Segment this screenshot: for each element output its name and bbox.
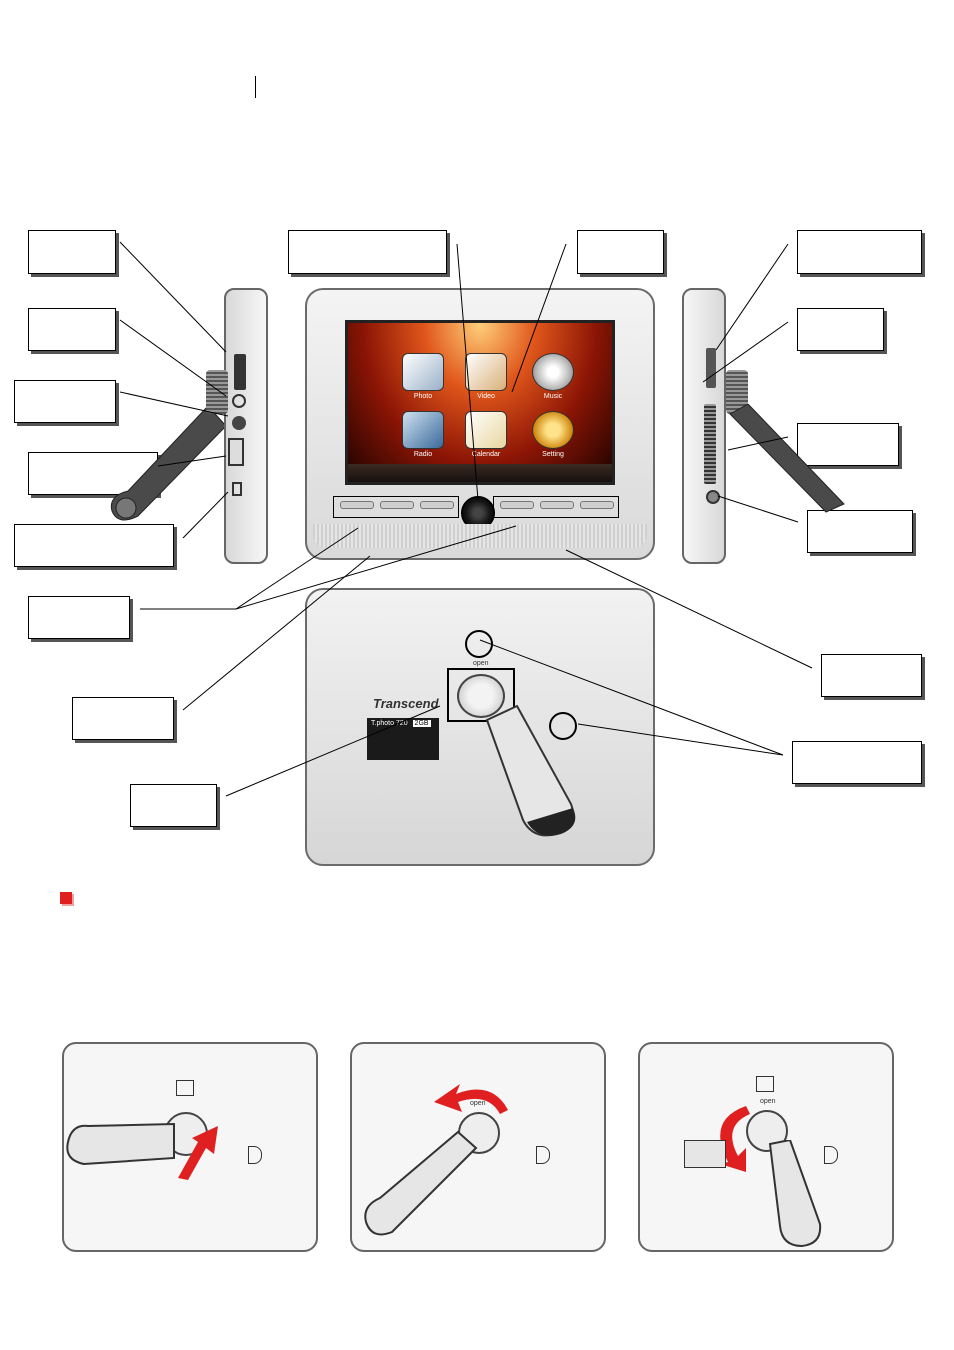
front-button-3[interactable] <box>420 501 454 509</box>
left-port-3 <box>232 416 246 430</box>
app-music: Music <box>523 353 583 400</box>
front-right-button-group <box>493 496 619 518</box>
back-stand[interactable] <box>477 700 587 840</box>
hanger-icon <box>549 712 577 740</box>
callout-left-3 <box>14 380 116 423</box>
left-usb-port <box>228 438 244 466</box>
step1-hanger-icon <box>248 1146 262 1164</box>
right-power-button[interactable] <box>706 490 720 504</box>
callout-top-1 <box>288 230 447 274</box>
right-card-slot-1 <box>706 348 716 388</box>
step1-red-arrow <box>174 1120 224 1180</box>
left-port-2 <box>232 394 246 408</box>
callout-left-7 <box>72 697 174 740</box>
home-icon <box>465 630 493 658</box>
sequence-step-1 <box>62 1042 318 1252</box>
callout-left-6 <box>28 596 130 639</box>
left-side-body <box>224 288 268 564</box>
front-button-1[interactable] <box>340 501 374 509</box>
app-radio: Radio <box>393 411 453 458</box>
leader-lines <box>119 241 813 797</box>
step2-stand <box>362 1128 482 1238</box>
front-button-5[interactable] <box>540 501 574 509</box>
callout-left-1 <box>28 230 116 274</box>
step3-rect-marker <box>684 1140 726 1168</box>
app-setting-label: Setting <box>542 451 564 458</box>
left-mini-usb-port <box>232 482 242 496</box>
product-label: T.photo 720 2GB <box>367 718 439 760</box>
app-video: Video <box>456 353 516 400</box>
front-button-6[interactable] <box>580 501 614 509</box>
right-knob <box>726 370 748 414</box>
video-icon <box>465 353 507 391</box>
step1-stand <box>64 1114 184 1174</box>
header-rule <box>255 76 256 98</box>
left-stand <box>108 396 228 526</box>
left-side-view <box>100 286 275 568</box>
callout-right-1 <box>797 230 922 274</box>
stand-lock-dial[interactable] <box>457 674 505 718</box>
step3-home-icon <box>756 1076 774 1092</box>
front-speaker-grille <box>313 524 647 548</box>
callout-right-6 <box>792 741 922 784</box>
callout-left-8 <box>130 784 217 827</box>
setting-icon <box>532 411 574 449</box>
right-side-view <box>680 286 850 568</box>
callout-right-2 <box>797 308 884 351</box>
back-device: Transcend T.photo 720 2GB open <box>305 588 655 866</box>
front-screen: Photo Video Music Radio Calendar Setting <box>345 320 615 485</box>
left-port-1 <box>234 354 246 390</box>
sequence-step-3: open <box>638 1042 894 1252</box>
step2-open-label: open <box>470 1100 486 1107</box>
left-knob <box>206 370 228 414</box>
front-device: Photo Video Music Radio Calendar Setting <box>305 288 655 560</box>
app-music-label: Music <box>543 393 563 400</box>
callout-top-2 <box>577 230 664 274</box>
product-capacity: 2GB <box>412 720 431 727</box>
music-icon <box>532 353 574 391</box>
front-button-2[interactable] <box>380 501 414 509</box>
callout-right-3 <box>797 423 899 466</box>
stand-lock-frame <box>447 668 515 722</box>
brand-logo: Transcend <box>373 696 439 711</box>
callout-left-5 <box>14 524 174 567</box>
step3-hanger-icon <box>824 1146 838 1164</box>
step3-open-label: open <box>760 1098 776 1105</box>
step3-red-arrow <box>706 1104 756 1174</box>
app-setting: Setting <box>523 411 583 458</box>
back-open-label: open <box>473 660 489 667</box>
radio-icon <box>402 411 444 449</box>
callout-right-4 <box>807 510 913 553</box>
app-radio-label: Radio <box>413 451 433 458</box>
photo-icon <box>402 353 444 391</box>
right-stand <box>726 403 846 514</box>
callout-left-2 <box>28 308 116 351</box>
step3-stand <box>756 1138 826 1248</box>
app-calendar-label: Calendar <box>471 451 501 458</box>
product-model: T.photo 720 <box>371 720 408 727</box>
step2-hanger-icon <box>536 1146 550 1164</box>
callout-right-5 <box>821 654 922 697</box>
screen-bottom-bar <box>348 464 612 482</box>
sequence-step-2: open <box>350 1042 606 1252</box>
app-photo: Photo <box>393 353 453 400</box>
right-card-slot-2 <box>704 404 716 484</box>
front-button-4[interactable] <box>500 501 534 509</box>
app-photo-label: Photo <box>413 393 433 400</box>
bullet-square <box>60 892 72 904</box>
app-video-label: Video <box>477 393 495 400</box>
front-left-button-group <box>333 496 459 518</box>
step1-home-icon <box>176 1080 194 1096</box>
step2-red-arrow <box>432 1080 512 1120</box>
